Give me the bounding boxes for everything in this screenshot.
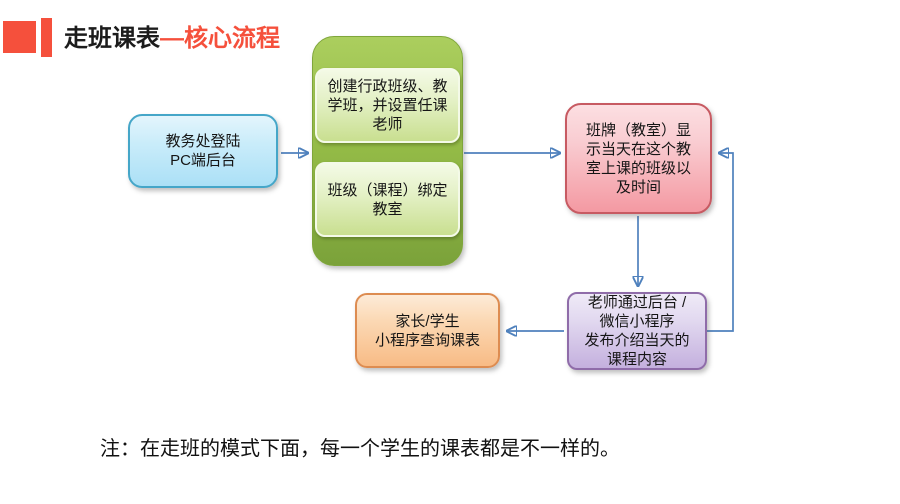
title-accent-square: [3, 21, 36, 53]
title-accent-bar: [41, 18, 52, 57]
page-title-highlight: —核心流程: [160, 25, 280, 52]
page-title: 走班课表—核心流程: [64, 22, 280, 56]
node-login: 教务处登陆 PC端后台: [128, 114, 278, 188]
node-parent-query: 家长/学生 小程序查询课表: [355, 293, 500, 368]
node-create-class-text: 创建行政班级、教 学班，并设置任课 老师: [327, 78, 448, 133]
footnote: 注：在走班的模式下面，每一个学生的课表都是不一样的。: [100, 438, 620, 460]
node-board-display: 班牌（教室）显 示当天在这个教 室上课的班级以 及时间: [565, 103, 712, 214]
node-create-class: 创建行政班级、教 学班，并设置任课 老师: [315, 68, 460, 143]
node-bind-room-text: 班级（课程）绑定 教室: [327, 181, 448, 218]
page-title-main: 走班课表: [64, 25, 160, 52]
node-login-text: 教务处登陆 PC端后台: [165, 133, 241, 169]
group-create-and-bind: 创建行政班级、教 学班，并设置任课 老师 班级（课程）绑定 教室: [312, 36, 463, 266]
node-teacher-publish: 老师通过后台 / 微信小程序 发布介绍当天的 课程内容: [567, 292, 707, 370]
node-bind-room: 班级（课程）绑定 教室: [315, 162, 460, 237]
node-board-display-text: 班牌（教室）显 示当天在这个教 室上课的班级以 及时间: [585, 121, 691, 196]
node-teacher-publish-text: 老师通过后台 / 微信小程序 发布介绍当天的 课程内容: [584, 294, 690, 368]
node-parent-query-text: 家长/学生 小程序查询课表: [374, 312, 480, 349]
